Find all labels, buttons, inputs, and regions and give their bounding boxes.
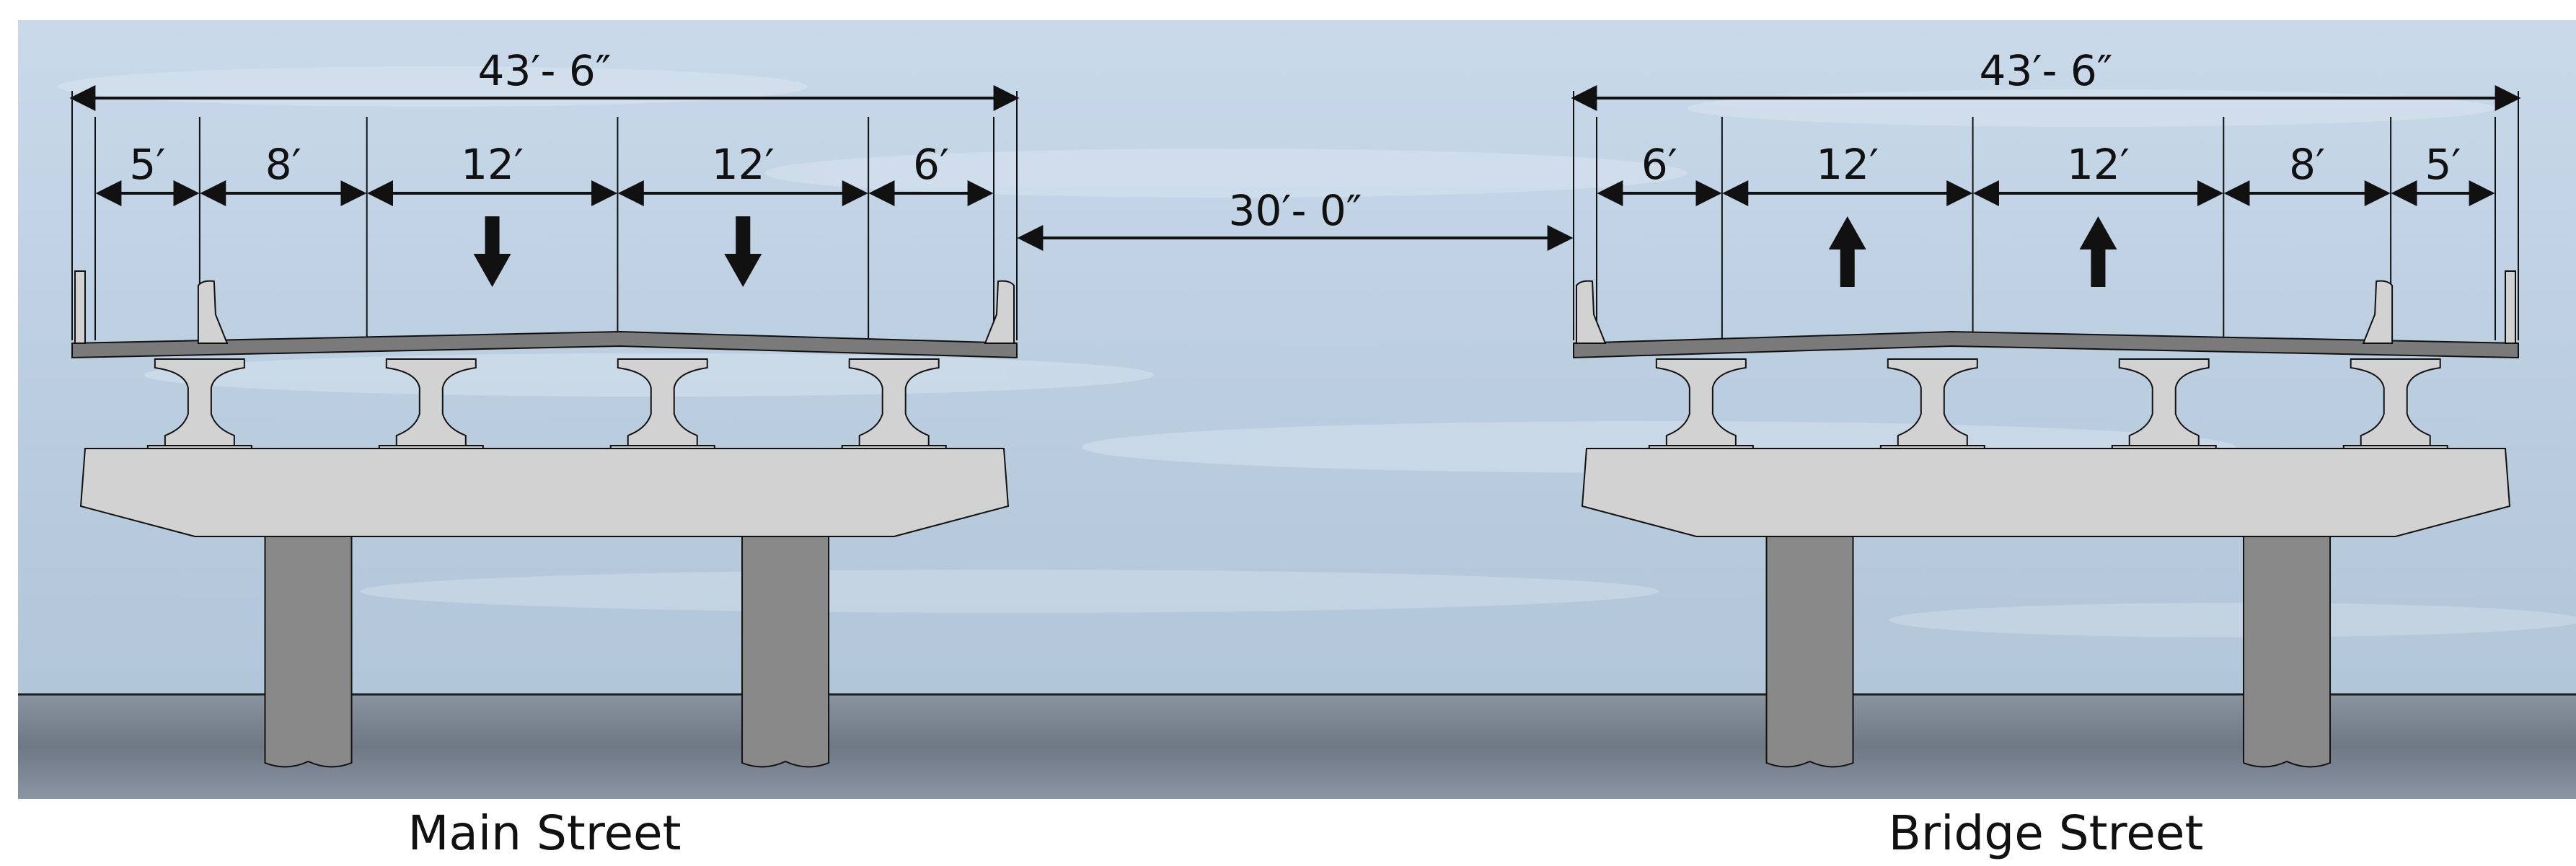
segment-width-label: 12′ — [712, 140, 775, 189]
segment-width-label: 5′ — [2425, 140, 2461, 189]
gap-width-label: 30′- 0″ — [1229, 186, 1362, 235]
concrete-barrier — [1576, 280, 1607, 344]
segment-width-label: 6′ — [913, 140, 949, 189]
bridge-main: 43′- 6″ 5′ 8′ 12′ 12′ 6′ Main Street — [69, 46, 1020, 861]
water-surface — [18, 694, 2576, 799]
segment-width-label: 12′ — [1816, 140, 1879, 189]
segment-width-label: 8′ — [265, 140, 301, 189]
concrete-barrier — [197, 280, 229, 344]
railing-post — [74, 270, 86, 344]
deck-slab — [1573, 330, 2519, 359]
traffic-arrow-up-icon — [1828, 216, 1866, 287]
concrete-barrier — [2362, 280, 2394, 344]
segment-width-label: 6′ — [1641, 140, 1677, 189]
bridge-bridge: 43′- 6″ 6′ 12′ 12′ 8′ 5′ Bridge Street — [1571, 46, 2521, 861]
deck-slab — [71, 330, 1018, 359]
segment-width-label: 12′ — [2067, 140, 2130, 189]
segment-width-label: 8′ — [2289, 140, 2325, 189]
center-gap-dimension: 30′- 0″ — [1017, 186, 1574, 251]
pier-column — [264, 536, 353, 768]
pier-column — [2243, 536, 2332, 768]
bridge-name-caption: Bridge Street — [1889, 805, 2204, 861]
traffic-arrow-up-icon — [2079, 216, 2117, 287]
traffic-arrow-down-icon — [724, 216, 762, 287]
pier-column — [1765, 536, 1854, 768]
bridge-name-caption: Main Street — [407, 805, 681, 861]
pier-column — [741, 536, 830, 768]
overall-width-label: 43′- 6″ — [1980, 46, 2113, 95]
segment-width-label: 12′ — [461, 140, 524, 189]
concrete-barrier — [984, 280, 1015, 344]
pier-cap — [1581, 448, 2511, 537]
overall-width-label: 43′- 6″ — [478, 46, 612, 95]
sky-background — [18, 20, 2576, 694]
railing-post — [2505, 270, 2516, 344]
traffic-arrow-down-icon — [473, 216, 511, 287]
pier-cap — [79, 448, 1010, 537]
segment-width-label: 5′ — [129, 140, 165, 189]
